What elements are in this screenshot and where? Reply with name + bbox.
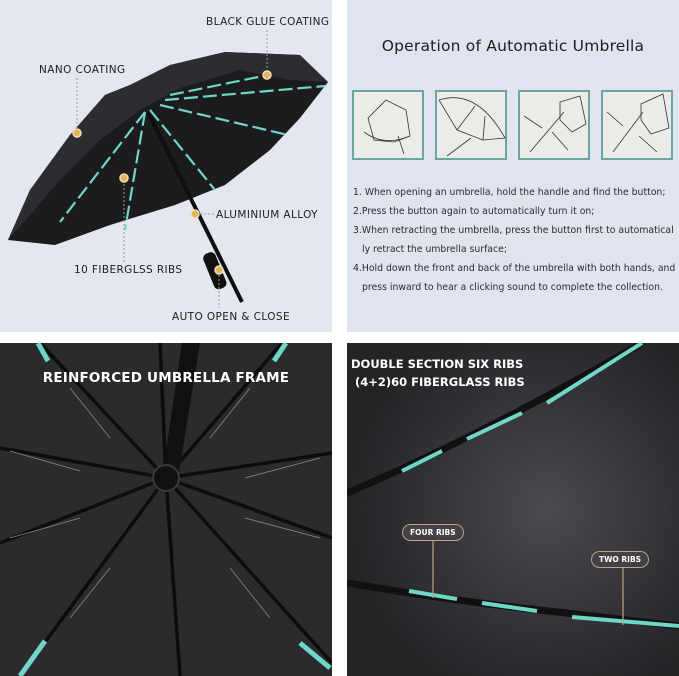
instruction-4: 4.Hold down the front and back of the um… [353,263,676,274]
two-ribs-label: TWO RIBS [591,551,650,568]
callout-nano-coating: NANO COATING [39,64,126,76]
operation-panel: Operation of Automatic Umbrella 1. When … [347,0,679,332]
features-panel: BLACK GLUE COATING NANO COATING ALUMINIU… [0,0,332,332]
step-illustrations [347,90,679,162]
frame-panel: REINFORCED UMBRELLA FRAME [0,343,332,676]
callout-auto-open-close: AUTO OPEN & CLOSE [172,311,291,323]
umbrella-frame-photo [0,343,332,676]
instruction-4-cont: press inward to hear a clicking sound to… [362,282,663,293]
step-3-illustration [518,90,590,160]
operation-title: Operation of Automatic Umbrella [381,37,645,55]
instruction-3-cont: ly retract the umbrella surface; [362,244,507,255]
rib-closeup-photo [347,343,679,676]
hold-handle-icon [363,99,411,155]
frame-title: REINFORCED UMBRELLA FRAME [42,370,290,386]
press-inward-icon [606,93,670,153]
step-2-illustration [435,90,507,160]
umbrella-photo [8,30,328,308]
callout-aluminium-alloy: ALUMINIUM ALLOY [216,209,318,221]
step-4-illustration [601,90,673,160]
ribs-panel: DOUBLE SECTION SIX RIBS (4+2)60 FIBERGLA… [347,343,679,676]
step-1-illustration [352,90,424,160]
open-umbrella-icon [438,97,505,157]
instructions-list: 1. When opening an umbrella, hold the ha… [353,183,679,297]
callout-black-glue-coating: BLACK GLUE COATING [206,16,330,28]
instruction-2: 2.Press the button again to automaticall… [353,206,595,217]
instruction-3: 3.When retracting the umbrella, press th… [353,225,674,236]
ribs-title-line1: DOUBLE SECTION SIX RIBS [351,357,524,371]
callout-fiberglass-ribs: 10 FIBERGLSS RIBS [74,264,183,276]
press-button-icon [523,95,587,153]
four-ribs-label: FOUR RIBS [402,524,464,541]
instruction-1: 1. When opening an umbrella, hold the ha… [353,187,666,198]
ribs-title-line2: (4+2)60 FIBERGLASS RIBS [355,375,525,389]
